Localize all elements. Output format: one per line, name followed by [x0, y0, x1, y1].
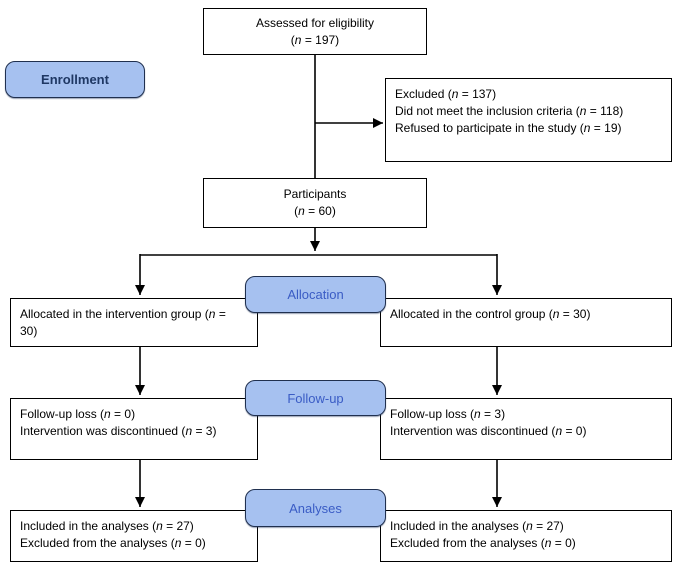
participants-box: Participants(n = 60) [203, 178, 427, 228]
intervention-analyses-box: Included in the analyses (n = 27)Exclude… [10, 510, 258, 562]
allocation-stage-badge: Allocation [245, 276, 386, 313]
control-analyses-box: Included in the analyses (n = 27)Exclude… [380, 510, 672, 562]
participants-text: Participants(n = 60) [283, 187, 347, 218]
enrollment-stage-label: Enrollment [41, 72, 109, 87]
control-analyses-text: Included in the analyses (n = 27)Exclude… [390, 519, 576, 550]
intervention-analyses-text: Included in the analyses (n = 27)Exclude… [20, 519, 206, 550]
followup-stage-badge: Follow-up [245, 380, 386, 416]
enrollment-stage-badge: Enrollment [5, 61, 145, 98]
intervention-allocation-text: Allocated in the intervention group (n =… [20, 307, 226, 338]
analyses-stage-badge: Analyses [245, 489, 386, 527]
intervention-allocation-box: Allocated in the intervention group (n =… [10, 298, 258, 347]
intervention-followup-box: Follow-up loss (n = 0)Intervention was d… [10, 398, 258, 460]
excluded-box: Excluded (n = 137)Did not meet the inclu… [385, 78, 672, 162]
control-followup-text: Follow-up loss (n = 3)Intervention was d… [390, 407, 587, 438]
intervention-followup-text: Follow-up loss (n = 0)Intervention was d… [20, 407, 217, 438]
allocation-stage-label: Allocation [287, 287, 344, 302]
control-followup-box: Follow-up loss (n = 3)Intervention was d… [380, 398, 672, 460]
followup-stage-label: Follow-up [287, 390, 344, 406]
control-allocation-text: Allocated in the control group (n = 30) [390, 307, 591, 321]
analyses-stage-label: Analyses [289, 500, 342, 516]
eligibility-box: Assessed for eligibility(n = 197) [203, 8, 427, 55]
control-allocation-box: Allocated in the control group (n = 30) [380, 298, 672, 347]
eligibility-text: Assessed for eligibility(n = 197) [255, 15, 375, 47]
excluded-text: Excluded (n = 137)Did not meet the inclu… [395, 87, 624, 135]
